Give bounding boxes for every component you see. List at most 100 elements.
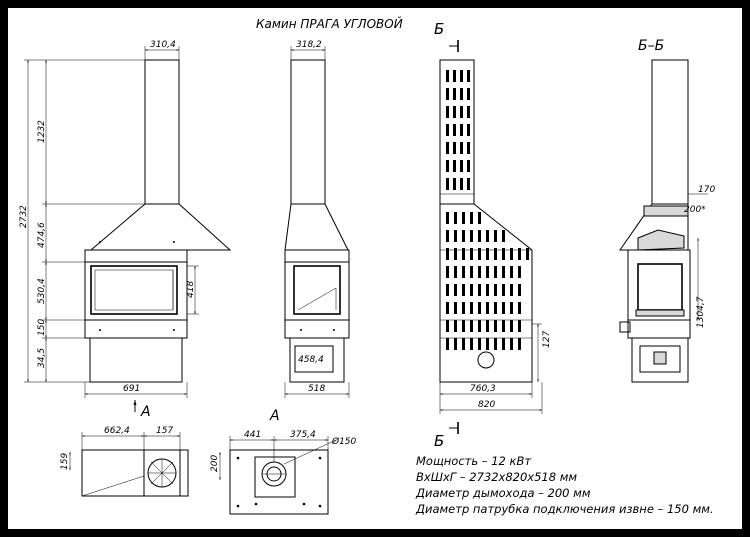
vent-slot	[510, 302, 513, 314]
svg-text:662,4: 662,4	[104, 426, 130, 436]
svg-text:518: 518	[308, 384, 325, 394]
spec-line: Диаметр дымохода – 200 мм	[415, 486, 591, 500]
front-chimney	[144, 59, 180, 205]
vent-slot	[462, 320, 465, 332]
vent-slot	[478, 284, 481, 296]
vent-slot	[460, 106, 463, 118]
vent-slot	[446, 106, 449, 118]
side-hood	[284, 203, 349, 251]
vent-slot	[446, 248, 449, 260]
vent-slot	[470, 302, 473, 314]
vent-slot	[494, 266, 497, 278]
front-hood	[89, 203, 232, 251]
vent-slot	[486, 338, 489, 350]
ash-door	[294, 345, 334, 373]
front-plinth	[89, 337, 183, 383]
vent-slot	[446, 88, 449, 100]
side-view: 318,2 458,4 518	[284, 40, 350, 398]
vent-slot	[478, 338, 481, 350]
vent-slot	[462, 284, 465, 296]
vent-slot	[454, 284, 457, 296]
vent-slot	[470, 248, 473, 260]
vent-slot	[470, 230, 473, 242]
flue-connection	[477, 351, 495, 369]
vent-slot	[467, 178, 470, 190]
vent-slot	[518, 248, 521, 260]
svg-text:318,2: 318,2	[296, 40, 322, 50]
vent-slot	[446, 338, 449, 350]
vent-slot	[446, 178, 449, 190]
vent-slot	[494, 338, 497, 350]
vent-slot	[446, 266, 449, 278]
front-vertical-dimensions: 2732 1232 474,6 530,4 150 34,5 418 310,4…	[19, 40, 199, 420]
svg-text:418: 418	[186, 281, 196, 298]
vent-slot	[454, 266, 457, 278]
side-chimney	[290, 59, 326, 205]
vent-slot	[462, 248, 465, 260]
vent-slot	[446, 70, 449, 82]
svg-text:691: 691	[123, 384, 140, 394]
svg-text:127: 127	[542, 331, 552, 348]
vent-slot	[510, 266, 513, 278]
vent-slot	[454, 248, 457, 260]
vent-slot	[467, 88, 470, 100]
vent-slot	[470, 212, 473, 224]
vent-slot	[446, 230, 449, 242]
svg-text:441: 441	[244, 430, 261, 440]
svg-text:760,3: 760,3	[470, 384, 496, 394]
vent-slot	[494, 230, 497, 242]
vent-slot	[462, 338, 465, 350]
vent-slot	[453, 70, 456, 82]
vent-slot	[470, 284, 473, 296]
svg-text:820: 820	[478, 400, 495, 410]
vent-slot	[486, 284, 489, 296]
vent-slot	[446, 212, 449, 224]
svg-text:474,6: 474,6	[37, 222, 47, 248]
vent-slot	[446, 284, 449, 296]
vent-slot	[502, 248, 505, 260]
vent-slot	[453, 106, 456, 118]
vent-slot	[502, 338, 505, 350]
plan-right: А 441 375,4 Ø150 200	[210, 408, 357, 515]
vent-slot	[446, 302, 449, 314]
vent-slot	[446, 142, 449, 154]
vent-slot	[454, 302, 457, 314]
drawing-title: Камин ПРАГА УГЛОВОЙ	[256, 16, 403, 31]
vent-slot	[486, 320, 489, 332]
vent-slot	[510, 284, 513, 296]
svg-text:375,4: 375,4	[290, 430, 316, 440]
vent-slot	[462, 212, 465, 224]
vent-slot	[460, 160, 463, 172]
vent-slot	[467, 160, 470, 172]
svg-text:159: 159	[60, 453, 70, 470]
vent-slot	[454, 320, 457, 332]
technical-drawing: Камин ПРАГА УГЛОВОЙ 2732 1232 474,6 530,…	[19, 16, 715, 516]
vent-slot	[454, 212, 457, 224]
front-firebox-frame	[84, 261, 188, 321]
plan-left: 662,4 157 159	[60, 426, 189, 497]
side-base-band	[284, 319, 350, 339]
vent-slot	[478, 302, 481, 314]
svg-text:1304,7: 1304,7	[696, 296, 706, 328]
vent-slot	[478, 230, 481, 242]
vent-slot	[478, 320, 481, 332]
vent-slot	[502, 302, 505, 314]
vent-slot	[486, 248, 489, 260]
vent-slot	[467, 142, 470, 154]
svg-text:458,4: 458,4	[298, 355, 324, 365]
vent-slot	[494, 320, 497, 332]
side-plinth	[289, 337, 345, 383]
vent-slot	[462, 230, 465, 242]
vent-slot	[494, 284, 497, 296]
vent-slot	[453, 88, 456, 100]
vent-slot	[454, 230, 457, 242]
vent-slot	[453, 178, 456, 190]
svg-text:200: 200	[210, 455, 220, 472]
vent-slot	[460, 142, 463, 154]
vent-slot	[518, 302, 521, 314]
svg-text:150: 150	[37, 319, 47, 336]
vent-slot	[460, 178, 463, 190]
vent-slots	[446, 70, 529, 350]
section-view: Б–Б 170 200* 1304,7	[619, 38, 715, 383]
svg-text:Ø150: Ø150	[331, 436, 357, 447]
